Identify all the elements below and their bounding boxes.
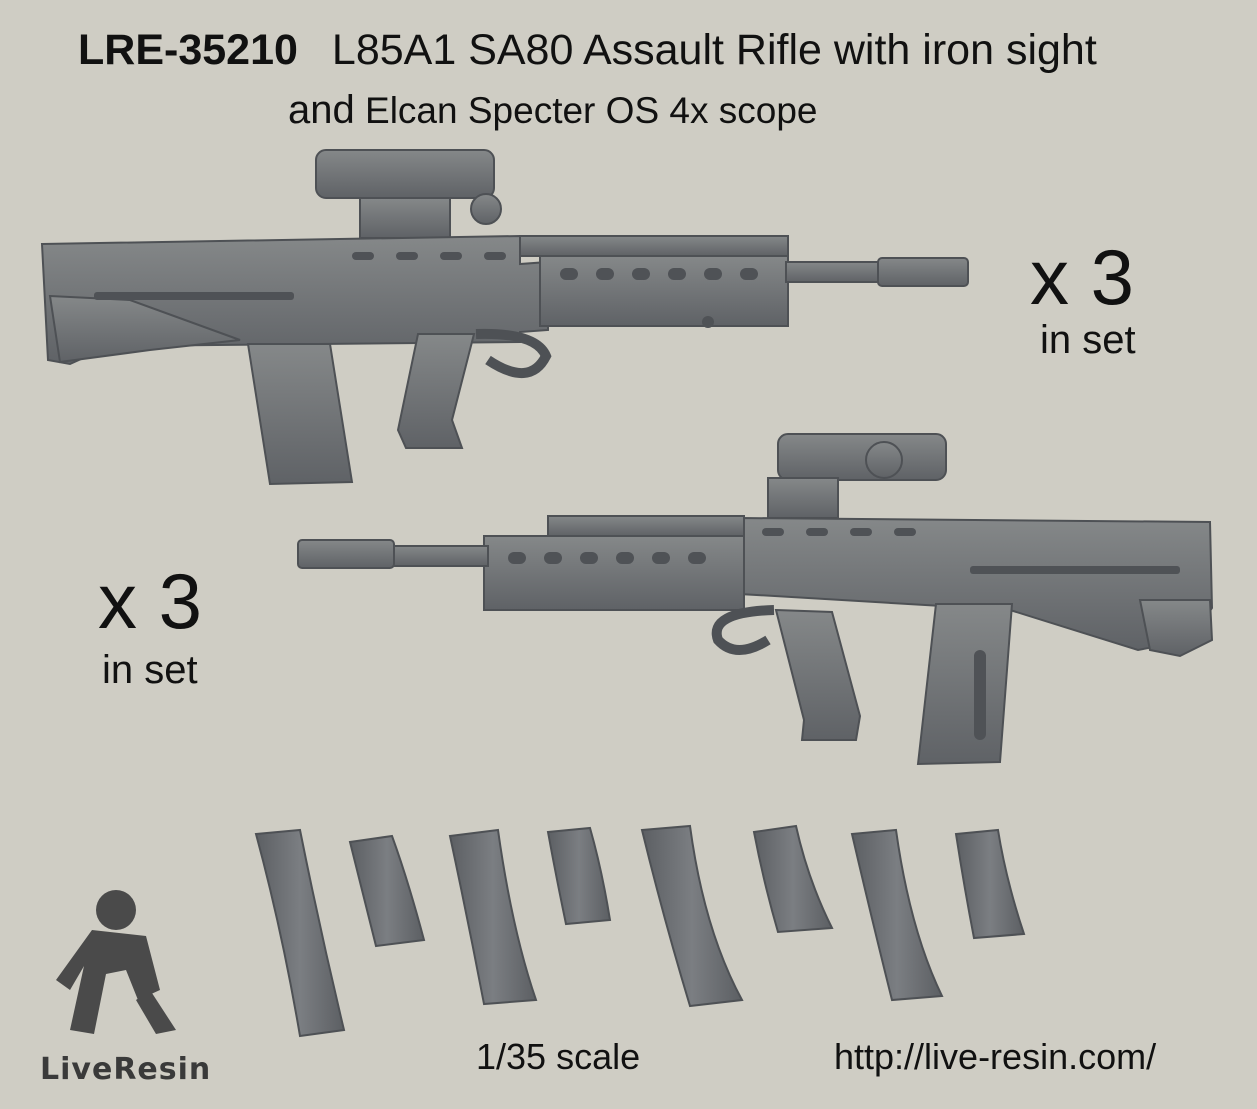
magazine-render-2 bbox=[348, 834, 426, 948]
magazine-render-6 bbox=[752, 824, 834, 934]
website-url: http://live-resin.com/ bbox=[834, 1036, 1157, 1077]
liveresin-logo-icon bbox=[56, 890, 176, 1034]
magazine-render-5 bbox=[640, 824, 744, 1008]
magazine-render-1 bbox=[254, 828, 346, 1038]
page-subtitle: and Elcan Specter OS 4x scope bbox=[288, 88, 818, 133]
brand-logo-text: LiveResin bbox=[40, 1052, 211, 1087]
scale-label: 1/35 scale bbox=[476, 1036, 641, 1077]
brand-first: Live bbox=[40, 1052, 114, 1087]
subtitle-and: and bbox=[288, 88, 355, 132]
quantity-top-count: x 3 bbox=[1030, 233, 1135, 321]
rifle-details-top bbox=[94, 252, 758, 328]
rifle-render-top bbox=[40, 149, 969, 486]
magazine-render-8 bbox=[954, 828, 1026, 940]
magazine-render-4 bbox=[546, 826, 612, 926]
product-code: LRE-35210 bbox=[78, 26, 298, 74]
rifle-render-bottom bbox=[297, 433, 1214, 766]
quantity-bottom-label: in set bbox=[102, 648, 198, 692]
quantity-top-label: in set bbox=[1040, 318, 1136, 362]
magazine-render-7 bbox=[850, 828, 944, 1002]
page-title: LRE-35210 L85A1 SA80 Assault Rifle with i… bbox=[78, 26, 1097, 75]
subtitle-text: Elcan Specter OS 4x scope bbox=[365, 90, 818, 131]
brand-second: Resin bbox=[113, 1052, 212, 1087]
rifle-details-bottom bbox=[508, 528, 1180, 740]
magazine-renders bbox=[254, 824, 1026, 1038]
magazine-render-3 bbox=[448, 828, 538, 1006]
product-title: L85A1 SA80 Assault Rifle with iron sight bbox=[331, 26, 1097, 74]
quantity-bottom-count: x 3 bbox=[98, 557, 203, 645]
